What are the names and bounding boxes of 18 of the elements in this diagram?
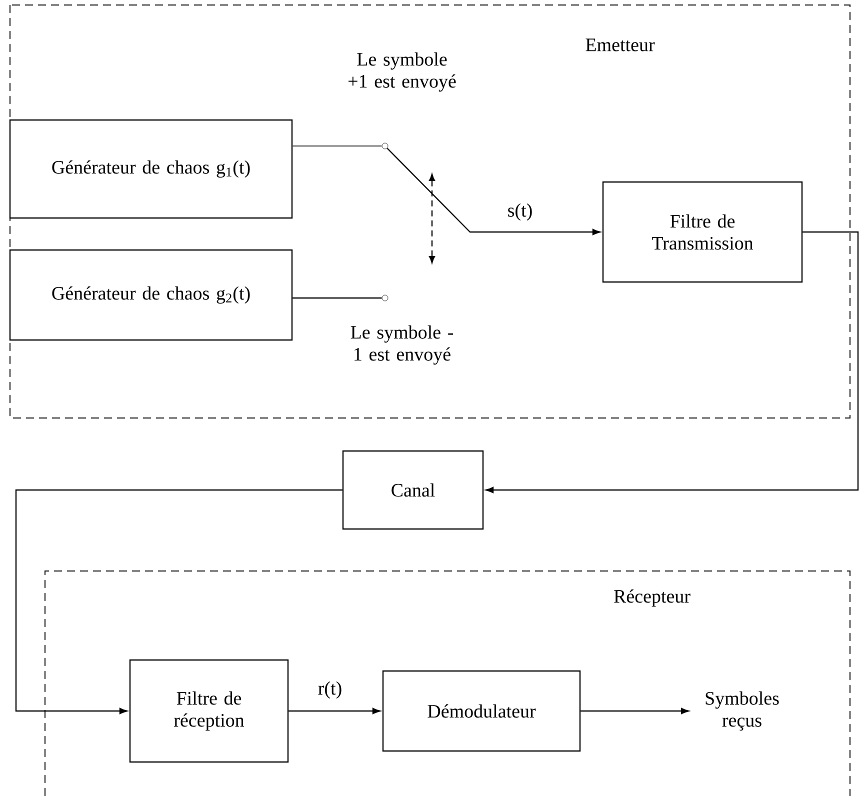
- switch-terminal: [350, 294, 454, 365]
- process-box: Générateur de chaos g$_{2}$(t): [9, 249, 293, 341]
- arrow: [580, 708, 689, 714]
- switch-label: Le symbole +1 est envoyé: [348, 52, 456, 92]
- arrow: [288, 708, 380, 714]
- output-label: Symboles reçus: [706, 691, 779, 731]
- arrow: [486, 231, 859, 494]
- switch-label: Le symbole -1 est envoyé: [350, 325, 454, 365]
- process-box: Générateur de chaos g$_{1}$(t): [9, 119, 293, 219]
- arrow: [15, 489, 342, 714]
- edge-label: r(t): [316, 680, 344, 700]
- process-box: Filtre de Transmission: [602, 181, 803, 283]
- edge-label: s(t): [506, 202, 534, 222]
- switch-terminal: [348, 52, 456, 150]
- arrow: [386, 148, 600, 236]
- process-box: Démodulateur: [382, 670, 581, 752]
- process-box: Filtre de réception: [129, 659, 289, 763]
- process-box: Canal: [342, 450, 484, 530]
